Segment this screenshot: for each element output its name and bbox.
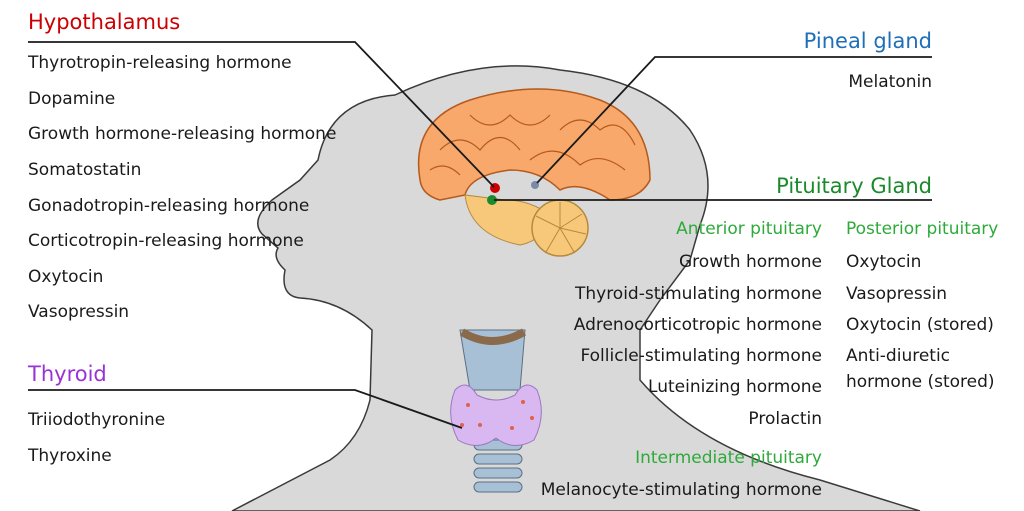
hypothalamus-hormone: Oxytocin	[28, 267, 104, 287]
hypothalamus-hormone: Growth hormone-releasing hormone	[28, 124, 337, 144]
intermediate-pituitary-title: Intermediate pituitary	[635, 448, 822, 468]
pituitary-marker	[487, 195, 497, 205]
head-silhouette	[231, 65, 921, 511]
anterior-pituitary-hormone: Follicle-stimulating hormone	[580, 346, 822, 366]
thyroid-gland	[450, 384, 542, 446]
hypothalamus-hormone: Thyrotropin-releasing hormone	[28, 53, 292, 73]
posterior-pituitary-title: Posterior pituitary	[846, 219, 999, 239]
anterior-pituitary-title: Anterior pituitary	[676, 219, 822, 239]
posterior-pituitary-hormone: Oxytocin (stored)	[846, 315, 994, 335]
anterior-pituitary-hormone: Adrenocorticotropic hormone	[573, 315, 822, 335]
cerebrum	[417, 88, 651, 201]
cerebellum-folds	[535, 202, 587, 253]
pineal-title: Pineal gland	[803, 29, 932, 53]
thyroid-title: Thyroid	[28, 362, 107, 386]
hypothalamus-leader	[28, 41, 495, 188]
hypothalamus-hormone: Gonadotropin-releasing hormone	[28, 196, 310, 216]
thyroid-hormone: Triiodothyronine	[28, 410, 166, 430]
posterior-pituitary-hormone: hormone (stored)	[846, 372, 995, 392]
anterior-pituitary-hormone: Thyroid-stimulating hormone	[574, 284, 822, 304]
hypothalamus-hormone: Somatostatin	[28, 160, 142, 180]
intermediate-pituitary-hormone: Melanocyte-stimulating hormone	[540, 480, 822, 500]
posterior-pituitary-hormone: Anti-diuretic	[846, 346, 951, 366]
trachea-rings	[473, 439, 523, 493]
pituitary-title: Pituitary Gland	[776, 174, 932, 198]
thyroid-dots	[460, 400, 534, 430]
hypothalamus-hormone: Vasopressin	[28, 302, 130, 322]
pineal-leader	[536, 56, 932, 184]
posterior-pituitary-hormone: Vasopressin	[846, 284, 948, 304]
hyoid	[459, 328, 526, 345]
pineal-hormone: Melatonin	[848, 72, 932, 92]
hypothalamus-hormone: Corticotropin-releasing hormone	[28, 231, 304, 251]
thyroid-hormone: Thyroxine	[28, 446, 112, 466]
anterior-pituitary-hormone: Growth hormone	[679, 252, 822, 272]
thyroid-leader	[28, 389, 463, 429]
anterior-pituitary-hormone: Prolactin	[748, 409, 822, 429]
hypothalamus-title: Hypothalamus	[28, 10, 181, 34]
posterior-pituitary-hormone: Oxytocin	[846, 252, 922, 272]
anterior-pituitary-hormone: Luteinizing hormone	[648, 377, 822, 397]
hypothalamus-hormone: Dopamine	[28, 89, 116, 109]
